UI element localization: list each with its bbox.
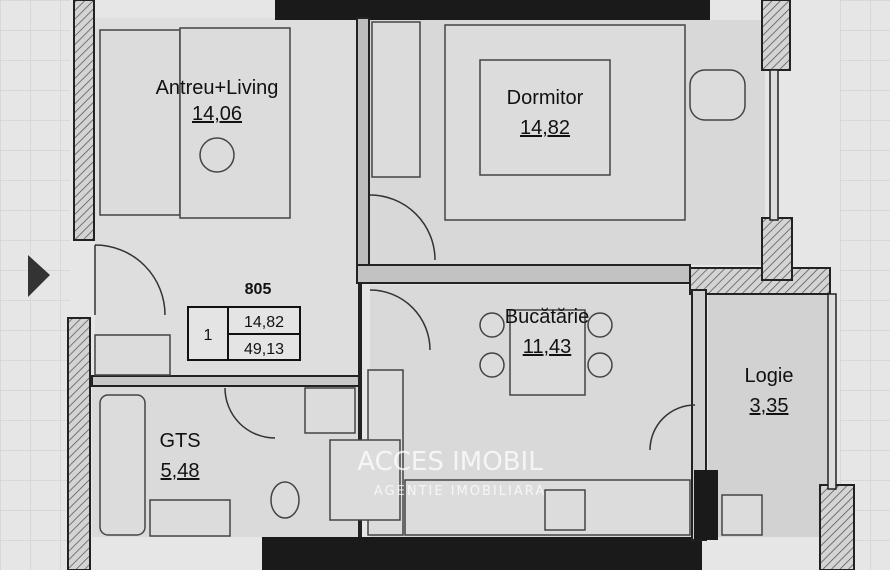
living-area: 14,82 — [244, 314, 284, 331]
exterior-wall-bottom — [262, 537, 702, 570]
doors — [94, 194, 696, 451]
total-area: 49,13 — [244, 341, 284, 358]
grid-margin-right — [840, 0, 890, 570]
walls — [67, 0, 855, 570]
rooms-count: 1 — [204, 327, 213, 344]
room-name-bucatarie: Bucătărie — [505, 306, 590, 328]
watermark-brand: ACCES IMOBIL — [357, 447, 543, 477]
room-area-gts: 5,48 — [161, 460, 200, 482]
room-area-logie: 3,35 — [750, 395, 789, 417]
room-name-dormitor: Dormitor — [507, 87, 584, 109]
exterior-wall-top — [275, 0, 710, 20]
furniture — [94, 21, 763, 537]
apartment-number: 805 — [245, 281, 272, 298]
room-name-antreu-living: Antreu+Living — [156, 77, 279, 99]
room-name-gts: GTS — [159, 430, 200, 452]
entrance-arrow-icon — [28, 255, 50, 297]
room-area-bucatarie: 11,43 — [523, 336, 572, 358]
watermark-tagline: AGENTIE IMOBILIARA — [374, 484, 546, 499]
apartment-info: 805 1 14,82 49,13 — [187, 281, 301, 361]
room-area-dormitor: 14,82 — [520, 117, 570, 139]
room-name-logie: Logie — [745, 365, 794, 387]
room-area-antreu-living: 14,06 — [192, 103, 242, 125]
